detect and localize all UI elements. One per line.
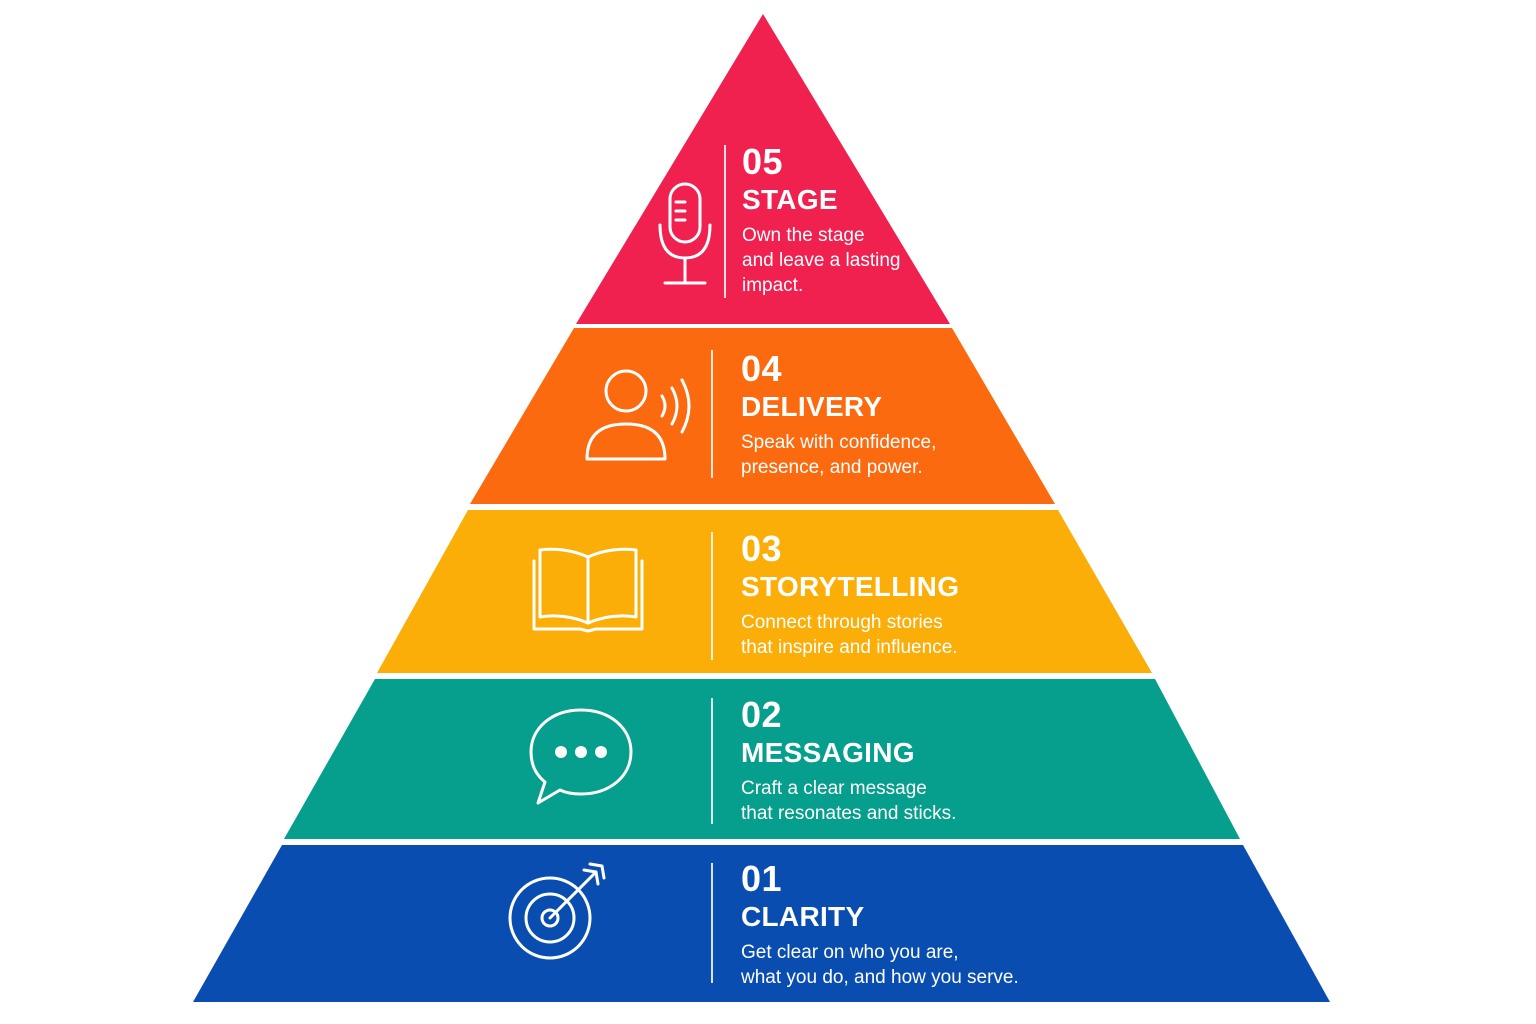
level-number: 04 (741, 348, 783, 389)
level-title: CLARITY (741, 901, 865, 932)
pyramid-tier-clarity (193, 845, 1330, 1002)
level-stage: 05 STAGE Own the stage and leave a lasti… (742, 143, 900, 298)
level-storytelling: 03 STORYTELLING Connect through stories … (741, 530, 959, 660)
level-clarity: 01 CLARITY Get clear on who you are, wha… (741, 860, 1019, 990)
delivery-divider (711, 350, 713, 478)
open-book-icon (530, 545, 646, 633)
pyramid-tier-stage (576, 14, 950, 324)
level-number: 03 (741, 528, 783, 569)
chat-bubble-icon (528, 708, 634, 806)
pyramid-tier-messaging (284, 679, 1240, 839)
stage-divider (724, 145, 726, 298)
speaking-person-icon (584, 368, 694, 462)
level-title: DELIVERY (741, 391, 883, 422)
level-delivery: 04 DELIVERY Speak with confidence, prese… (741, 350, 936, 480)
target-arrow-icon (506, 862, 610, 962)
level-messaging: 02 MESSAGING Craft a clear message that … (741, 696, 956, 826)
microphone-icon (650, 180, 720, 288)
level-title: MESSAGING (741, 737, 915, 768)
level-number: 02 (741, 694, 783, 735)
level-number: 05 (742, 141, 784, 182)
level-description: Connect through stories that inspire and… (741, 612, 958, 658)
level-number: 01 (741, 858, 783, 899)
level-description: Speak with confidence, presence, and pow… (741, 432, 937, 478)
level-description: Own the stage and leave a lasting impact… (742, 225, 901, 296)
level-description: Craft a clear message that resonates and… (741, 778, 957, 824)
level-description: Get clear on who you are, what you do, a… (741, 942, 1019, 988)
storytelling-divider (711, 532, 713, 660)
messaging-divider (711, 698, 713, 824)
level-title: STAGE (742, 184, 838, 215)
clarity-divider (711, 863, 713, 983)
level-title: STORYTELLING (741, 571, 960, 602)
